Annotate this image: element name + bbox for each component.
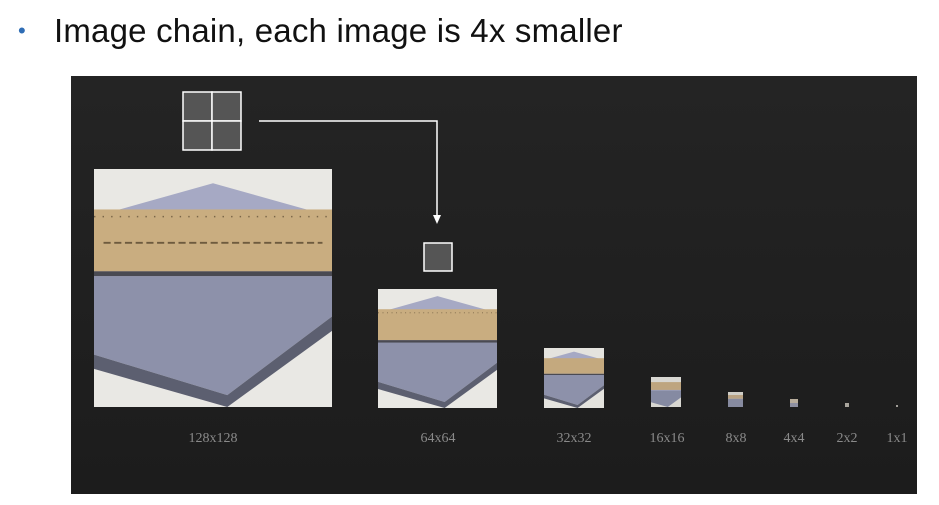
single-pixel-icon [423,242,453,272]
mip-image-32 [544,348,604,408]
mip-image-1 [896,405,898,407]
mip-image-64 [378,289,497,408]
heading-text: Image chain, each image is 4x smaller [54,12,623,49]
mip-image-8 [728,392,743,407]
bullet-heading: • Image chain, each image is 4x smaller [18,6,623,56]
mip-image-4 [790,399,798,407]
size-label-8: 8x8 [725,431,747,446]
mip-image-16 [651,377,681,407]
size-label-16: 16x16 [649,431,685,446]
size-label-128: 128x128 [188,431,238,446]
mipmap-figure: 128x128 64x64 32x32 16x16 8x8 4x4 2x2 1x… [71,76,917,494]
mip-image-2 [845,403,849,407]
size-label-1: 1x1 [886,431,908,446]
mip-image-128 [94,169,332,407]
size-label-64: 64x64 [420,431,456,446]
size-label-32: 32x32 [556,431,592,446]
size-label-4: 4x4 [783,431,805,446]
downsample-arrow [259,120,441,224]
size-label-2: 2x2 [836,431,858,446]
bullet-icon: • [18,18,26,43]
pixel-grid-2x2-icon [182,91,242,151]
